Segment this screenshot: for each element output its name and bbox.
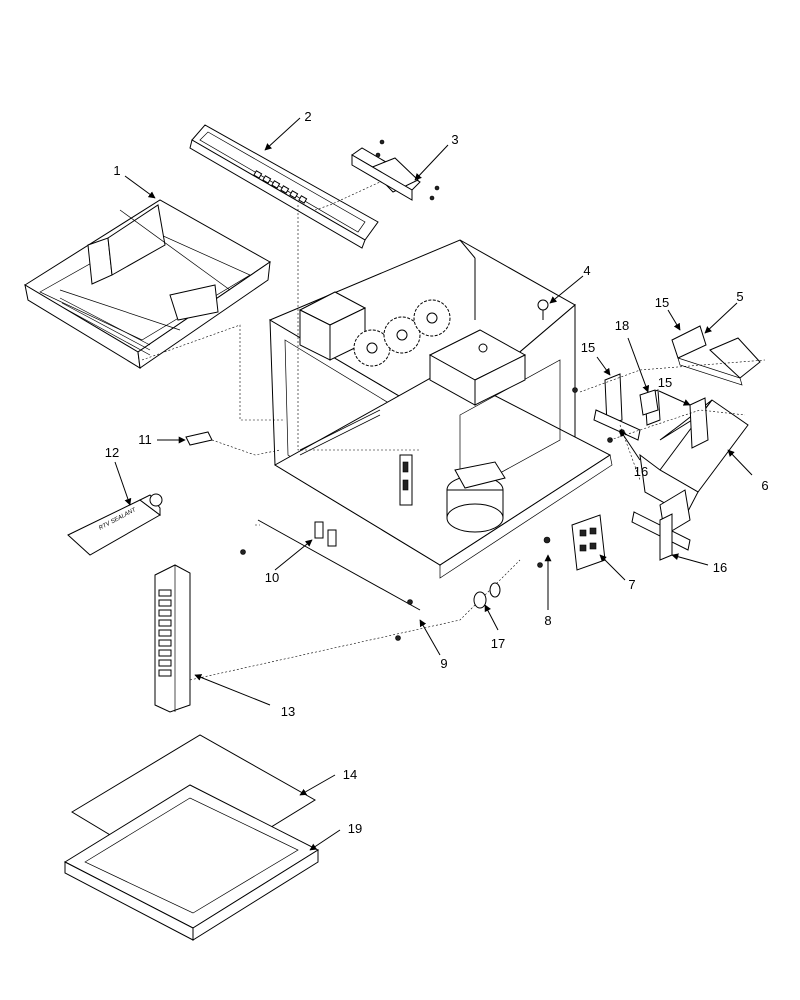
vent-slots: [59, 297, 151, 356]
part-2-control-panel: [189, 124, 379, 249]
callout-9: 9: [440, 656, 447, 671]
guide-lines: [141, 181, 766, 681]
callout-15c: 15: [658, 375, 672, 390]
part-11-strip: [185, 431, 213, 446]
callout-17: 17: [491, 636, 505, 651]
part-1-top-cover-tray: [24, 199, 271, 369]
stirrer-gears: [353, 299, 451, 367]
callout-12: 12: [105, 445, 119, 460]
keypad-keys: [158, 589, 172, 677]
callout-1: 1: [113, 163, 120, 178]
part-3-control-board: [351, 139, 440, 201]
callout-numbers: 1 2 3 4 5 6 7 8 9 10 11 12 13 14 15 15 1…: [105, 109, 769, 836]
control-buttons: [253, 170, 308, 204]
callout-15a: 15: [655, 295, 669, 310]
callout-3: 3: [451, 132, 458, 147]
part-10-blocks: [314, 521, 337, 547]
callout-16a: 16: [634, 464, 648, 479]
part-12-sealant-tube: RTV SEALANT: [67, 493, 163, 556]
callout-19: 19: [348, 821, 362, 836]
callout-2: 2: [304, 109, 311, 124]
callout-18: 18: [615, 318, 629, 333]
part-19-frame: [63, 784, 320, 941]
part-4-clip: [478, 299, 549, 353]
part-7-terminal-block: [571, 514, 606, 571]
part-6-air-guide: [639, 399, 749, 536]
part-17-clips: [473, 582, 501, 609]
leader-lines: [114, 117, 753, 851]
part-15-plates: [604, 373, 709, 449]
part-9-rod: [240, 519, 421, 641]
part-16-plates: [593, 409, 691, 561]
callout-14: 14: [343, 767, 357, 782]
callout-15b: 15: [581, 340, 595, 355]
callout-4: 4: [583, 263, 590, 278]
part-18-plate: [639, 389, 659, 416]
part-13-keypad: [154, 564, 191, 713]
callout-16b: 16: [713, 560, 727, 575]
callout-13: 13: [281, 704, 295, 719]
part-5-bracket: [671, 325, 761, 386]
callout-5: 5: [736, 289, 743, 304]
callout-6: 6: [761, 478, 768, 493]
callout-11: 11: [138, 432, 152, 447]
callout-10: 10: [265, 570, 279, 585]
callout-7: 7: [628, 577, 635, 592]
callout-8: 8: [544, 613, 551, 628]
